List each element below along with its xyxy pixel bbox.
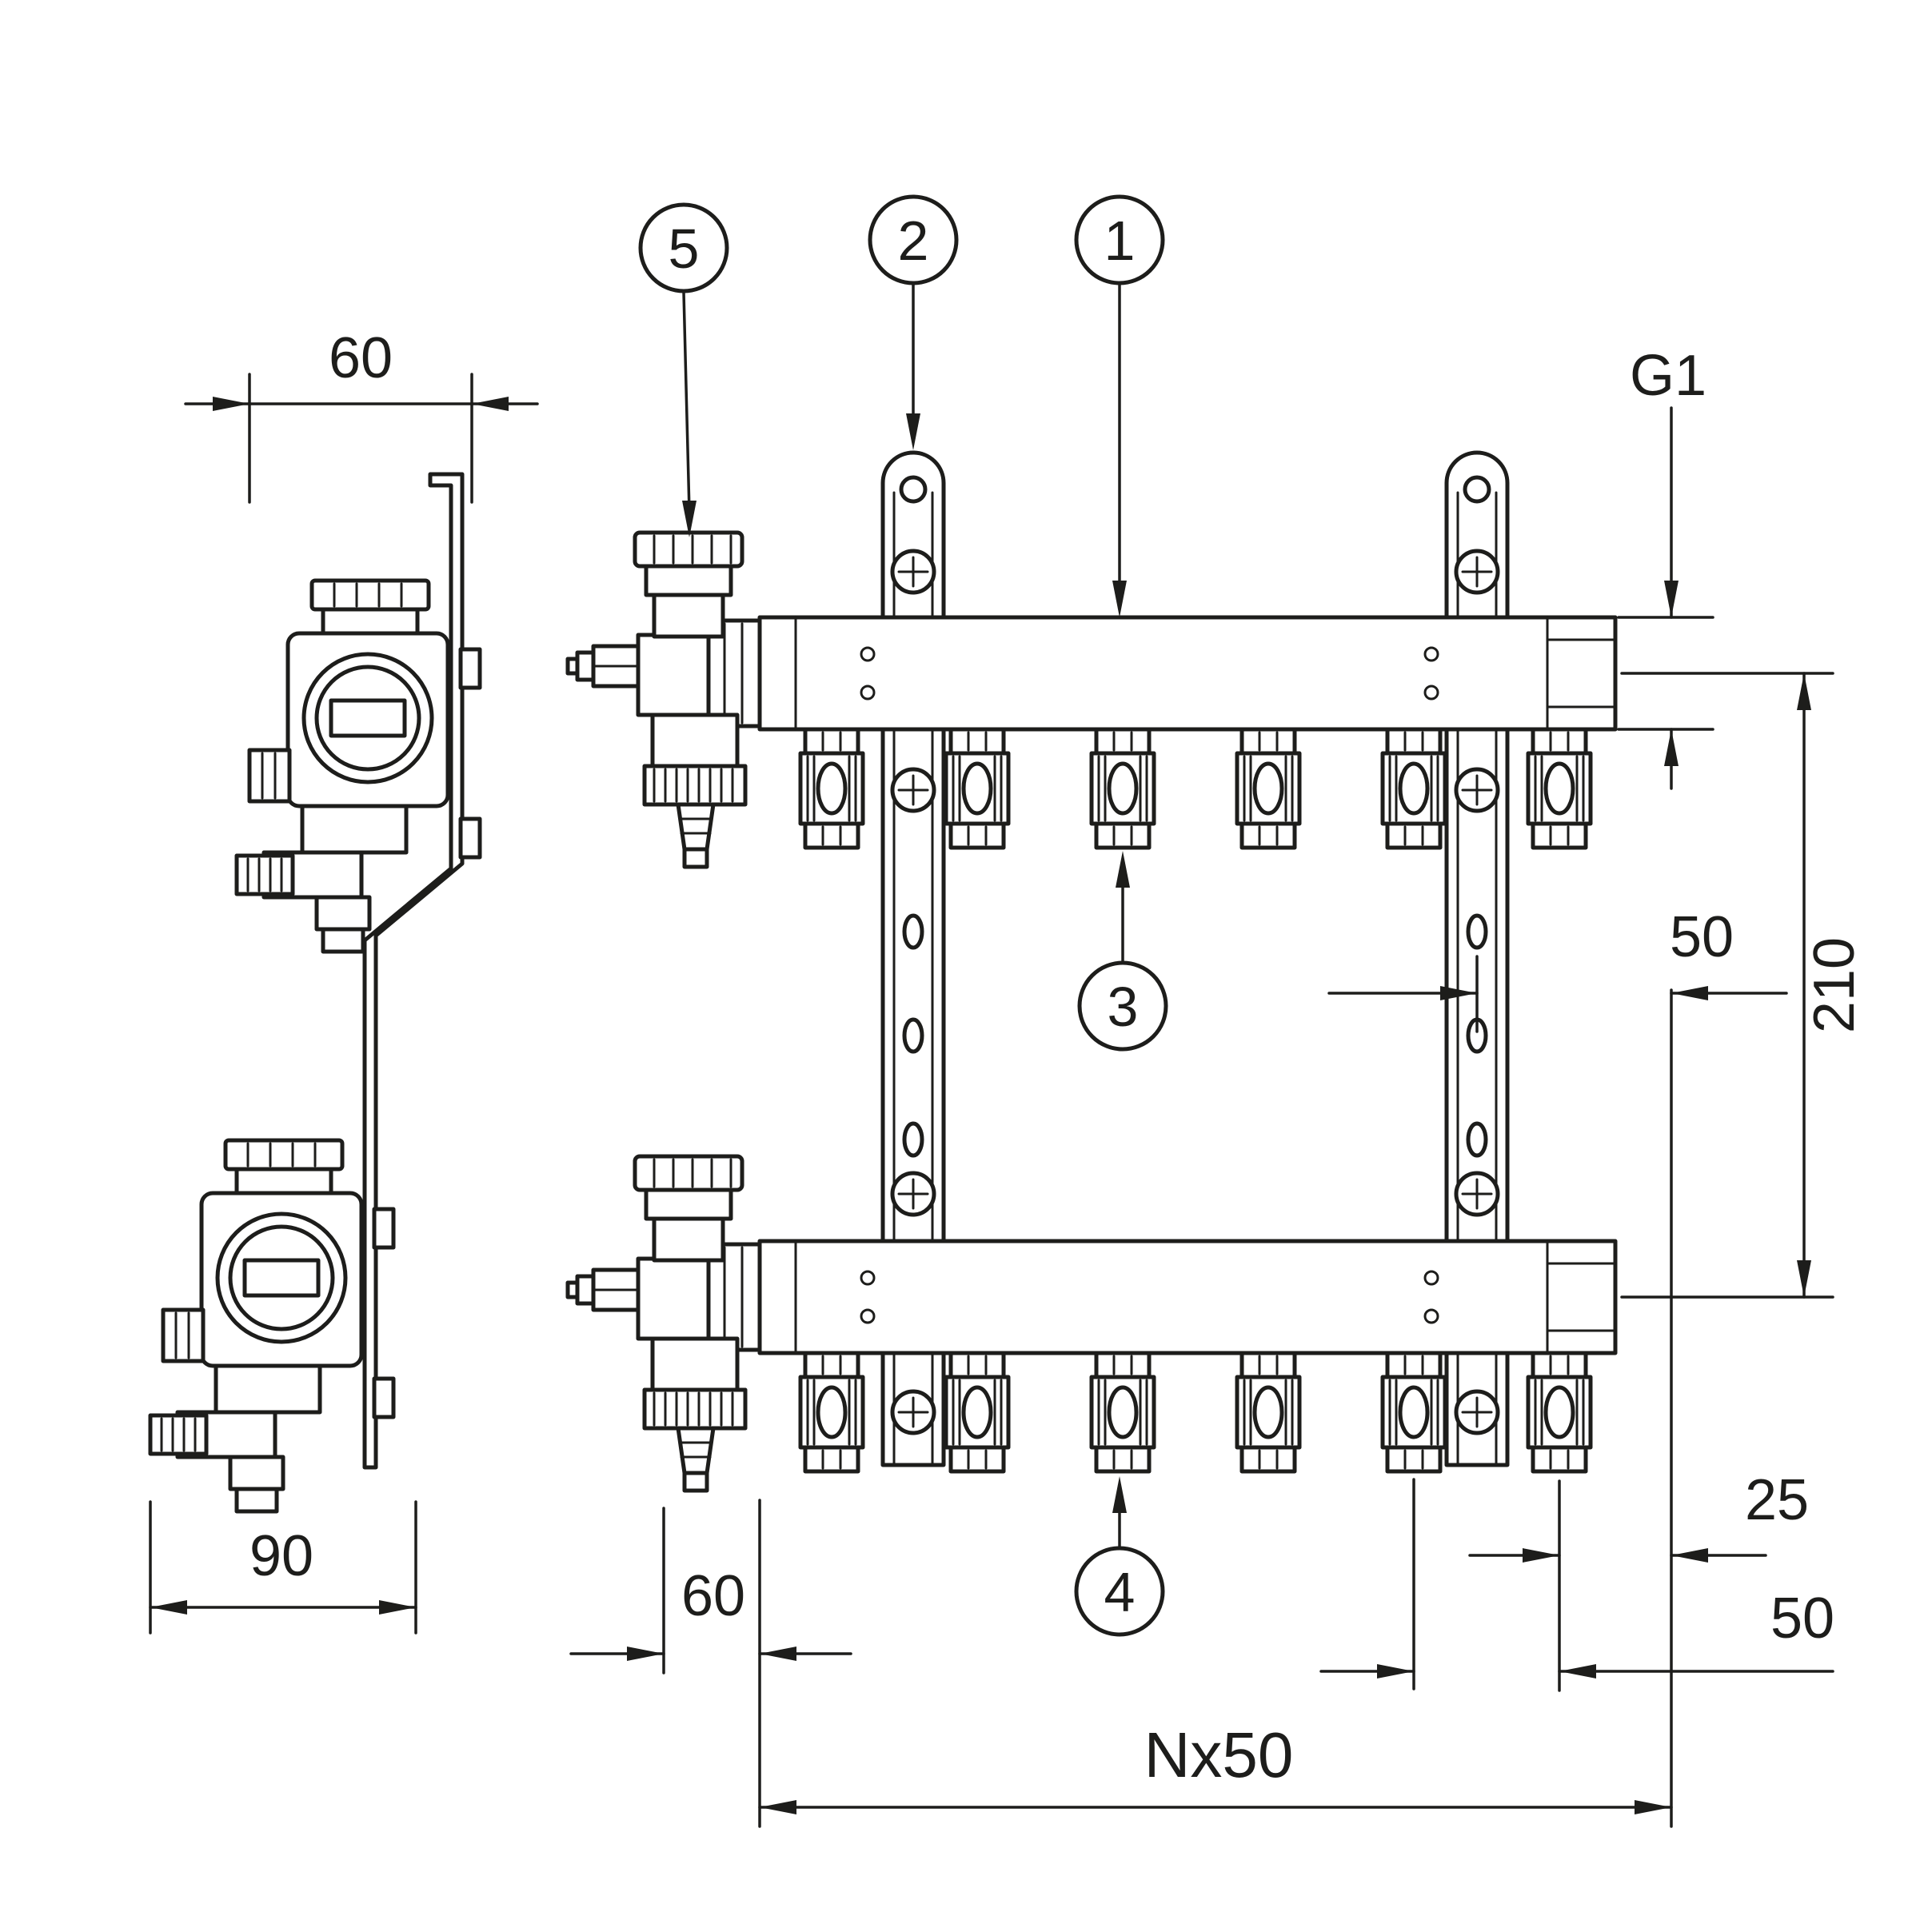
bracket-tab [458, 816, 482, 860]
callout-3: 3 [1077, 851, 1168, 1052]
outlet-valve [1237, 1353, 1299, 1471]
dim-label: G1 [1630, 344, 1706, 408]
callout-label: 5 [669, 218, 700, 280]
callout-label: 1 [1104, 210, 1136, 272]
dim-label: 50 [1770, 1587, 1834, 1651]
outlet-valve [1528, 1353, 1591, 1471]
upper-beam [757, 615, 1618, 732]
callout-label: 3 [1108, 976, 1139, 1038]
dim-label: Nx50 [1144, 1719, 1294, 1790]
dim-last-outlet-to-end: 25 [1468, 1468, 1809, 1692]
front-view [568, 453, 1618, 1491]
dim-label: 210 [1802, 937, 1866, 1033]
dim-label: 25 [1745, 1468, 1809, 1532]
callout-circle [1077, 960, 1168, 1052]
callout-2: 2 [868, 194, 959, 450]
dim-vent-axis-offset: 60 [569, 1507, 852, 1675]
outlet-valve [1383, 1353, 1445, 1471]
side-bracket-profile [362, 472, 465, 1470]
outlet-valve [1092, 729, 1154, 848]
dim-beam-axis-spacing: 210 [1620, 672, 1866, 1299]
dim-total-length: Nx50 [758, 1499, 1673, 1828]
dim-label: 50 [1670, 905, 1734, 969]
callout-1: 1 [1074, 194, 1165, 617]
dim-label: 60 [329, 326, 393, 390]
dim-bracket-to-end: 50 [1327, 905, 1788, 1828]
bracket-tab [372, 1207, 396, 1250]
dim-label: 90 [249, 1524, 313, 1588]
side-valve-lower [150, 1140, 361, 1511]
callout-label: 2 [898, 210, 929, 272]
outlet-valve [1237, 729, 1299, 848]
dim-label: 60 [681, 1564, 745, 1628]
callout-circle [1074, 1546, 1165, 1637]
outlet-valve [946, 729, 1008, 848]
callout-4: 4 [1074, 1476, 1165, 1637]
dim-side-valve-depth: 90 [149, 1500, 417, 1635]
callout-5: 5 [638, 202, 729, 537]
callout-label: 4 [1104, 1561, 1136, 1623]
vent-assembly-upper [568, 533, 760, 867]
outlet-valve [1528, 729, 1591, 848]
outlet-valve [1383, 729, 1445, 848]
outlet-valve [800, 729, 863, 848]
callout-circle [1074, 194, 1165, 285]
dimensions: 60 90 G1 210 [149, 326, 1866, 1828]
dim-connection-thread: G1 [1617, 344, 1714, 790]
outlet-valve [946, 1353, 1008, 1471]
outlet-valve [1092, 1353, 1154, 1471]
vent-assembly-lower [568, 1156, 760, 1491]
dim-side-bracket-width: 60 [184, 326, 539, 504]
dim-outlet-spacing: 50 [1319, 1478, 1834, 1690]
bracket-tab [458, 647, 482, 690]
outlet-valve [800, 1353, 863, 1471]
callout-circle [868, 194, 959, 285]
side-view [150, 472, 482, 1511]
lower-beam [757, 1239, 1618, 1355]
bracket-tab [372, 1376, 396, 1419]
callout-circle [638, 202, 729, 293]
callouts: 5 2 1 3 4 [638, 194, 1168, 1637]
